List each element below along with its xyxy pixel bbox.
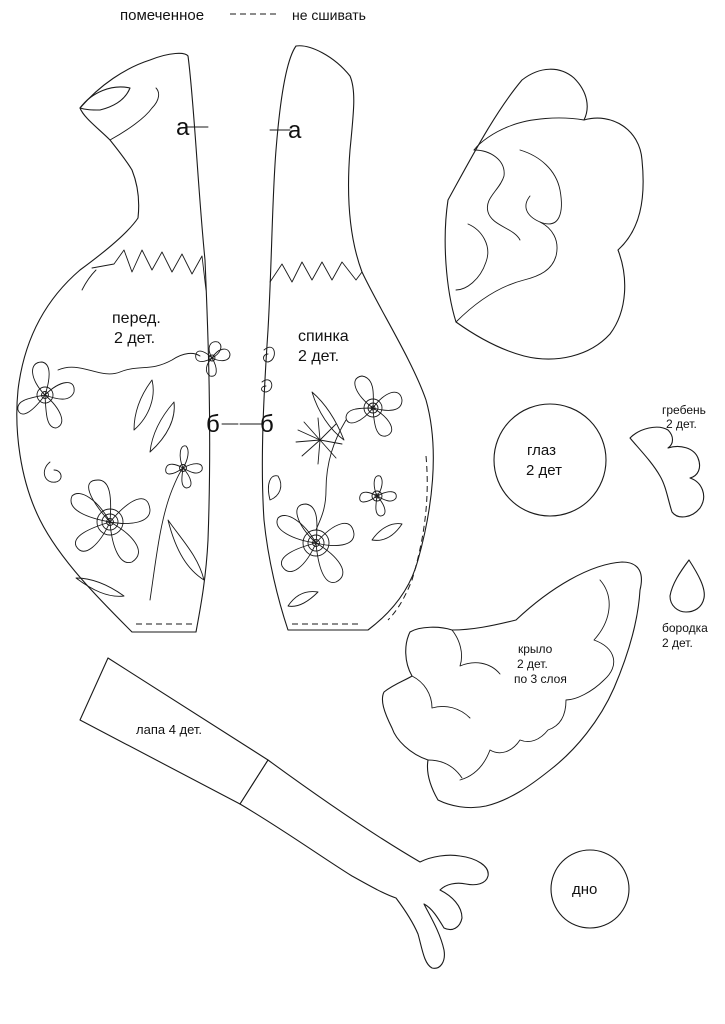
- back-leaf-2: [311, 391, 345, 441]
- wing-outline: [381, 561, 642, 809]
- tail-inner-line-2: [455, 221, 558, 323]
- back-mark-b-label: б: [260, 411, 274, 438]
- wing-count-label: 2 дет.: [517, 657, 548, 671]
- front-body-outline: [16, 52, 211, 633]
- legend-marked-text: помеченное: [120, 7, 204, 24]
- tail-feather-3: [455, 223, 489, 291]
- wing-piece: крыло 2 дет. по 3 слоя: [381, 561, 642, 809]
- front-flower-left: [17, 361, 75, 429]
- front-leaf-4: [75, 577, 125, 597]
- wattle-name-label: бородка: [662, 621, 708, 635]
- wing-layers-label: по 3 слоя: [514, 672, 567, 686]
- eye-count-label: 2 дет: [526, 462, 562, 479]
- eye-outline: [493, 403, 607, 517]
- back-leaf-1: [267, 475, 282, 501]
- eye-piece: глаз 2 дет: [493, 403, 607, 517]
- comb-name-label: гребень: [662, 403, 706, 417]
- tail-feather-2: [519, 149, 562, 225]
- front-flower-small: [165, 445, 203, 489]
- back-body-piece: а б спинка 2 дет.: [239, 45, 434, 631]
- front-leaf-1: [167, 519, 205, 581]
- leg-label: лапа 4 дет.: [136, 722, 202, 737]
- wattle-outline: [669, 559, 705, 613]
- wing-feather-line: [459, 579, 615, 781]
- tail-feather-1: [473, 149, 521, 241]
- wing-inner-curve-1: [451, 629, 501, 675]
- front-leaf-3: [149, 401, 175, 453]
- front-flower-top: [195, 341, 231, 377]
- eye-name-label: глаз: [527, 442, 556, 459]
- back-starburst: [295, 417, 343, 465]
- tail-inner-line-1: [473, 117, 585, 151]
- front-count-label: 2 дет.: [114, 330, 155, 347]
- leg-fold-line: [239, 759, 269, 805]
- front-body-piece: а б перед. 2 дет.: [16, 52, 239, 633]
- back-zigzag: [269, 261, 363, 283]
- back-leaf-4: [287, 591, 319, 607]
- front-beak: [79, 86, 131, 111]
- front-name-label: перед.: [112, 310, 161, 327]
- back-curl-1: [263, 346, 275, 363]
- comb-outline: [629, 426, 705, 518]
- wattle-count-label: 2 дет.: [662, 636, 693, 650]
- front-leaf-2: [133, 379, 154, 431]
- comb-count-label: 2 дет.: [666, 417, 697, 431]
- back-flower-small: [359, 475, 397, 517]
- front-lower-line: [81, 269, 97, 291]
- front-mark-b-label: б: [206, 411, 220, 438]
- legend: помеченное не сшивать: [120, 7, 366, 24]
- bottom-piece: дно: [550, 849, 630, 929]
- wattle-piece: бородка 2 дет.: [662, 559, 708, 650]
- back-stem-1: [315, 419, 347, 531]
- tail-outline: [444, 68, 644, 360]
- back-mark-a-label: а: [288, 117, 302, 144]
- back-flower-large: [276, 503, 355, 583]
- front-curl: [43, 461, 62, 483]
- tail-piece: [444, 68, 644, 360]
- bottom-label: дно: [572, 881, 597, 898]
- wing-inner-curve-2: [411, 675, 471, 719]
- leg-piece: лапа 4 дет.: [79, 657, 489, 969]
- bottom-outline: [550, 849, 630, 929]
- legend-not-sewn-text: не сшивать: [292, 7, 366, 23]
- front-flower-large: [70, 479, 151, 563]
- front-head-line: [109, 87, 160, 141]
- back-curl-2: [261, 379, 273, 393]
- front-stem-1: [149, 467, 184, 601]
- back-name-label: спинка: [298, 328, 349, 345]
- front-vine: [57, 352, 201, 375]
- wing-name-label: крыло: [518, 642, 553, 656]
- back-leaf-3: [371, 523, 403, 541]
- back-side-seam: [387, 455, 428, 621]
- front-mark-a-label: а: [176, 114, 190, 141]
- front-zigzag: [91, 249, 207, 291]
- back-count-label: 2 дет.: [298, 348, 339, 365]
- back-flower-top: [345, 375, 403, 437]
- wing-inner-curve-3: [427, 759, 463, 779]
- back-body-outline: [261, 45, 434, 631]
- leg-lower-outline: [239, 759, 489, 969]
- comb-piece: гребень 2 дет.: [629, 403, 706, 518]
